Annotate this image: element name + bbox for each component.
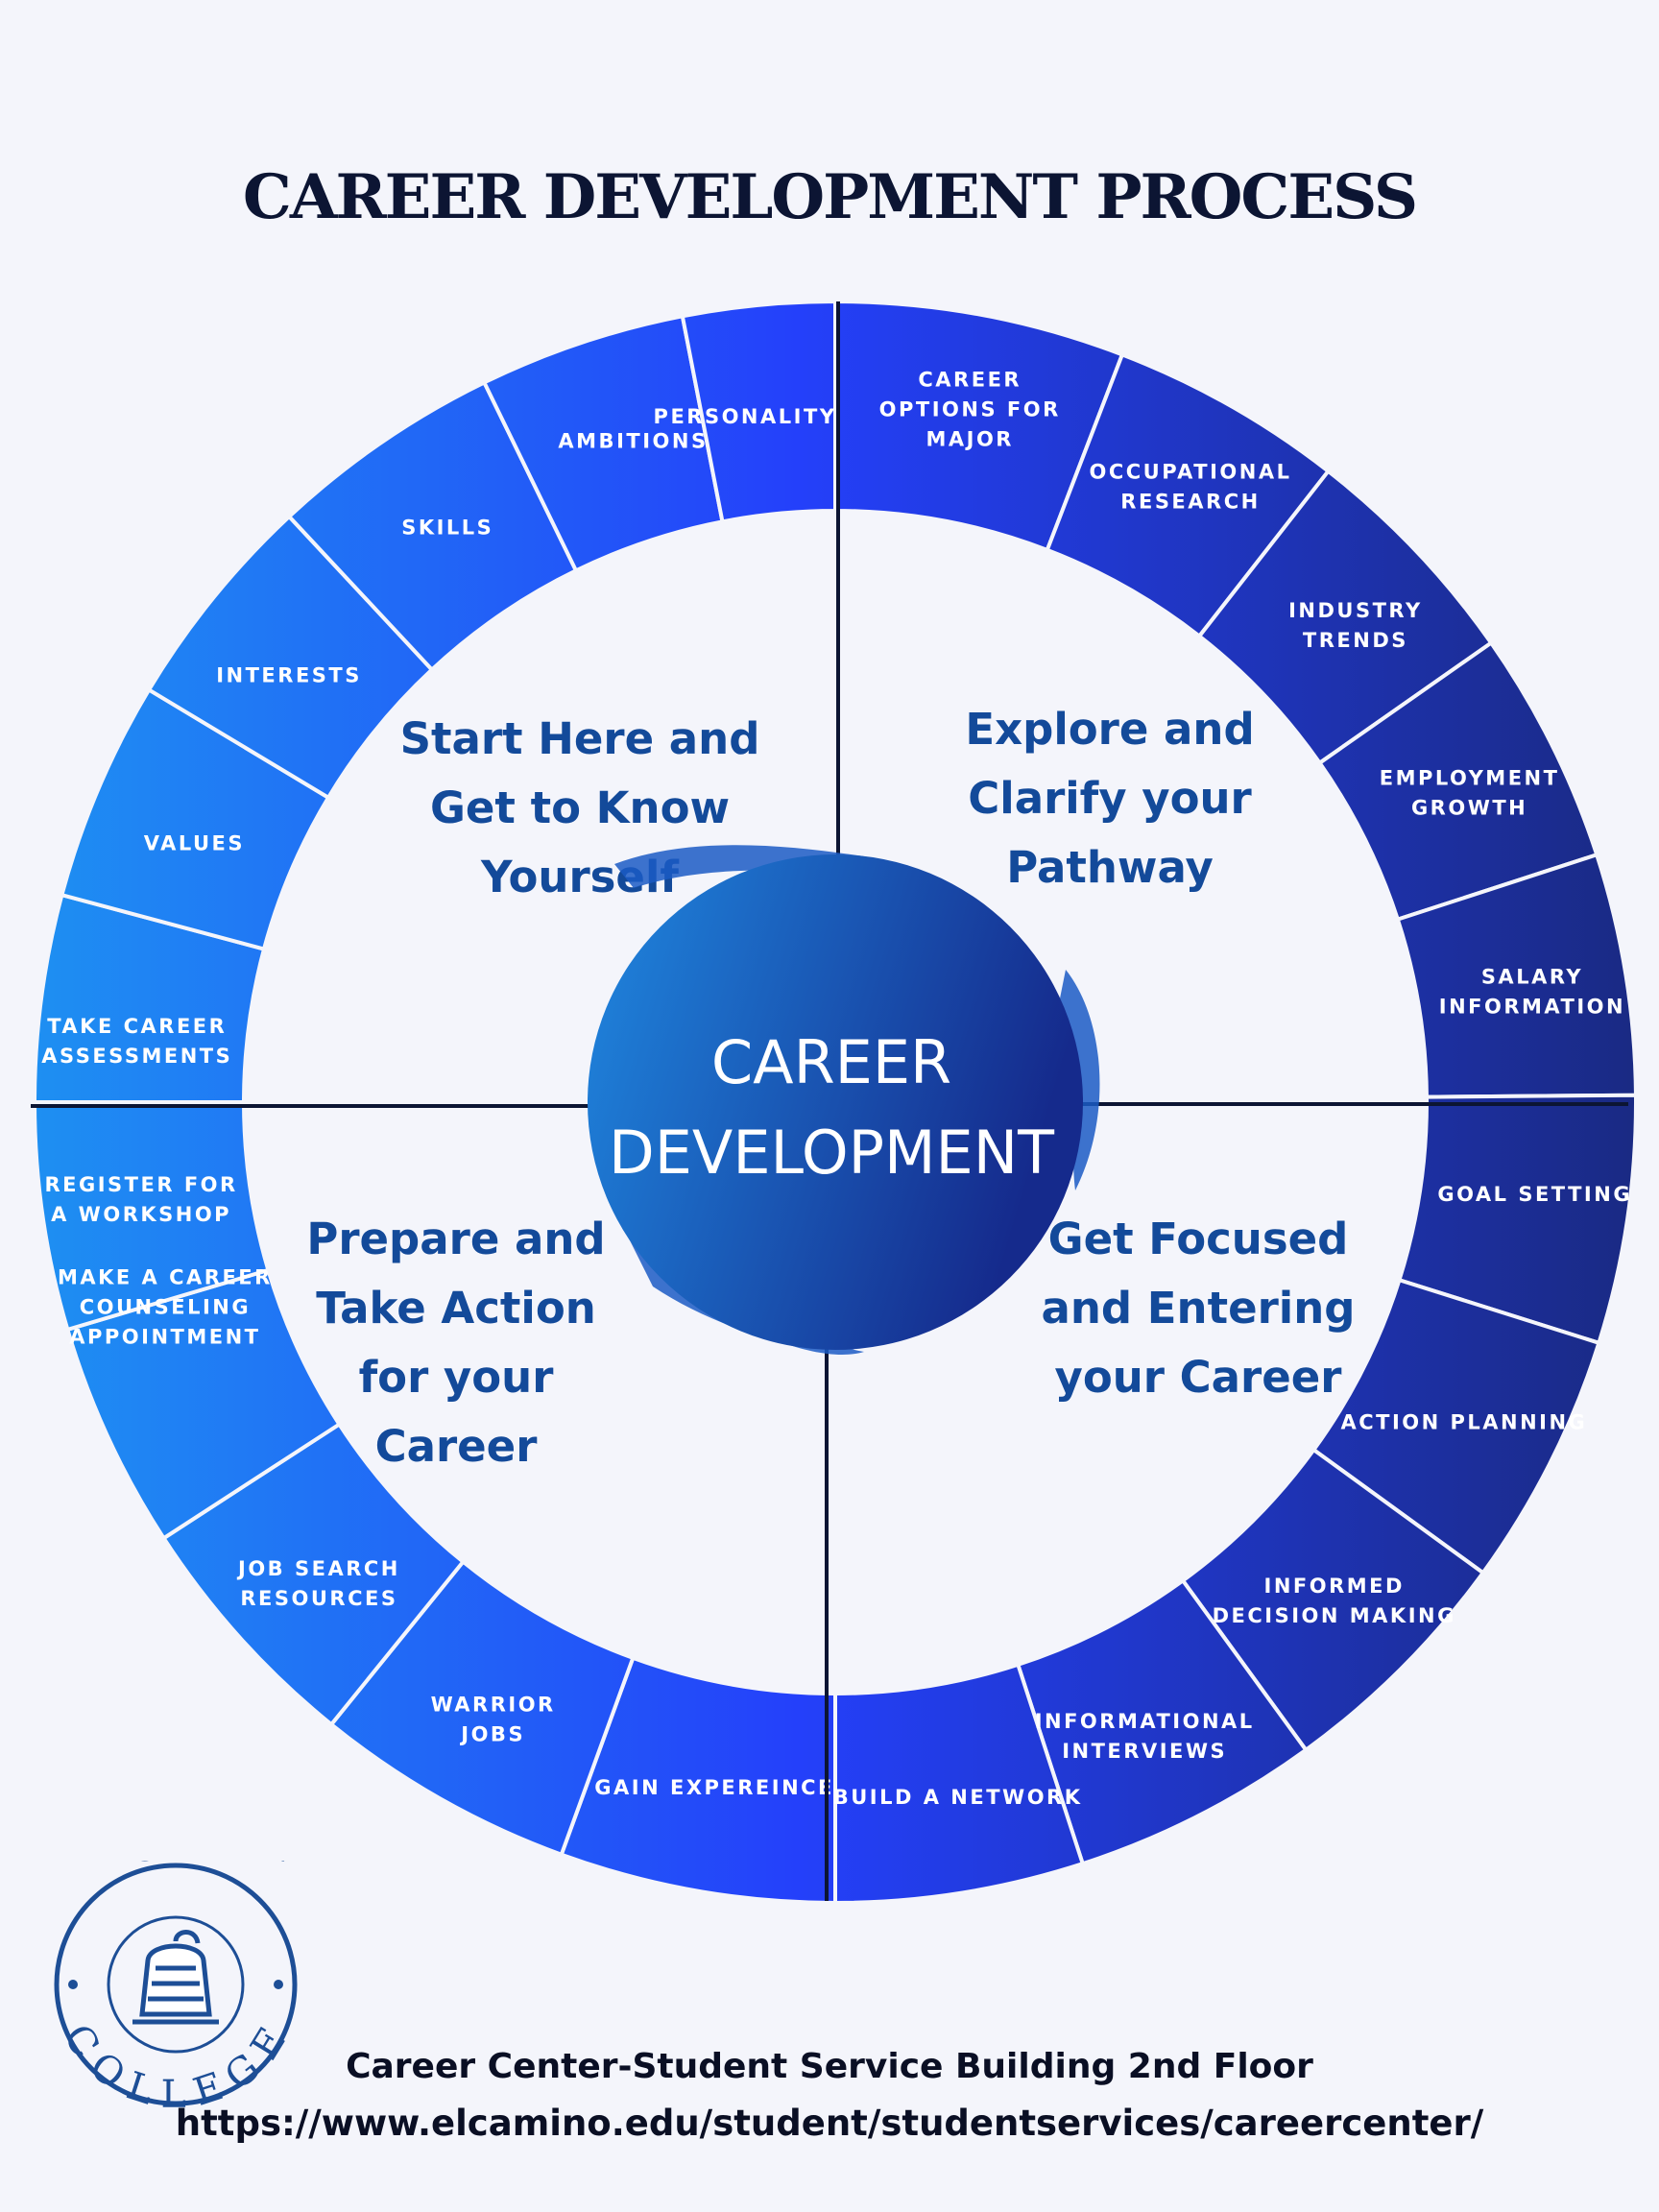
quadrant-label-line: Get Focused [1048, 1214, 1349, 1264]
segment-label: INTERESTS [216, 663, 362, 686]
segment-label: SKILLS [401, 516, 493, 539]
quadrant-label-line: Take Action [316, 1283, 596, 1334]
segment-label: PERSONALITY [654, 405, 837, 428]
center-disc [588, 854, 1083, 1350]
segment-label-line: OCCUPATIONAL [1089, 461, 1291, 484]
quadrant-label-line: your Career [1055, 1352, 1343, 1403]
segment-label-line: MAJOR [926, 428, 1014, 451]
quadrant-label-bottom-right: Get Focused and Entering your Career [1042, 1214, 1356, 1403]
segment-label-line: INFORMED [1264, 1575, 1405, 1598]
segment-label: VALUES [144, 831, 245, 854]
quadrant-label-line: Start Here and [400, 713, 760, 764]
segment-label-line: ASSESSMENTS [41, 1045, 232, 1068]
segment-label-line: INTERESTS [216, 663, 362, 686]
segment-label-line: JOB SEARCH [236, 1557, 400, 1580]
segment-label-line: OPTIONS FOR [879, 398, 1061, 421]
segment-label: REGISTER FOR A WORKSHOP [44, 1173, 237, 1226]
segment-label-line: INTERVIEWS [1062, 1740, 1227, 1763]
ring-segment [680, 299, 837, 524]
segment-label: BUILD A NETWORK [833, 1786, 1083, 1809]
el-camino-college-logo: EL CAMINO COLLEGE [52, 1861, 300, 2108]
segment-ring: PERSONALITY CAREER OPTIONS FOR MAJOR OCCUPAT… [32, 299, 1638, 1906]
segment-label: EMPLOYMENT GROWTH [1380, 766, 1560, 819]
segment-label-line: TRENDS [1303, 629, 1408, 652]
segment-label-line: VALUES [144, 831, 245, 854]
segment-label: ACTION PLANNING [1340, 1411, 1587, 1434]
segment-label-line: SKILLS [401, 516, 493, 539]
segment-label: INFORMATIONAL INTERVIEWS [1035, 1710, 1255, 1763]
segment-label-line: COUNSELING [80, 1295, 251, 1318]
bell-icon [132, 1930, 219, 2025]
segment-label: SALARY INFORMATION [1439, 966, 1625, 1019]
segment-label-line: GAIN EXPEREINCE [594, 1776, 834, 1799]
quadrant-label-line: for your [359, 1352, 555, 1403]
quadrant-label-line: and Entering [1042, 1283, 1356, 1334]
segment-label-line: WARRIOR [431, 1693, 556, 1716]
segment-label: WARRIOR JOBS [431, 1693, 556, 1745]
segment-label: TAKE CAREER ASSESSMENTS [41, 1015, 232, 1068]
segment-label: OCCUPATIONAL RESEARCH [1089, 461, 1291, 514]
quadrant-label-line: Clarify your [968, 773, 1252, 824]
segment-label-line: A WORKSHOP [51, 1203, 231, 1226]
segment-label-line: PERSONALITY [654, 405, 837, 428]
segment-label-line: GROWTH [1411, 796, 1527, 819]
segment-label-line: BUILD A NETWORK [833, 1786, 1083, 1809]
segment-label-line: ACTION PLANNING [1340, 1411, 1587, 1434]
segment-label-line: INDUSTRY [1288, 599, 1423, 622]
segment-label: CAREER OPTIONS FOR MAJOR [879, 369, 1061, 451]
quadrant-label-line: Prepare and [306, 1214, 605, 1264]
segment-label-line: GOAL SETTING [1437, 1183, 1632, 1206]
footer-url[interactable]: https://www.elcamino.edu/student/student… [175, 2103, 1484, 2144]
logo-text-top: EL CAMINO [52, 1861, 300, 1870]
footer-location: Career Center-Student Service Building 2… [346, 2047, 1313, 2086]
segment-label: JOB SEARCH RESOURCES [236, 1557, 400, 1610]
segment-label-line: INFORMATION [1439, 996, 1625, 1019]
segment-label: GAIN EXPEREINCE [594, 1776, 834, 1799]
segment-label-line: RESEARCH [1120, 491, 1260, 514]
segment-label: AMBITIONS [558, 429, 708, 452]
segment-label-line: JOBS [459, 1722, 525, 1745]
segment-label: INFORMED DECISION MAKING [1213, 1575, 1456, 1627]
page-title: CAREER DEVELOPMENT PROCESS [242, 161, 1418, 233]
segment-label: MAKE A CAREER COUNSELING APPOINTMENT [58, 1265, 273, 1348]
segment-label-line: AMBITIONS [558, 429, 708, 452]
segment-label-line: MAKE A CAREER [58, 1265, 273, 1288]
segment-label: GOAL SETTING [1437, 1183, 1632, 1206]
segment-label-line: REGISTER FOR [44, 1173, 237, 1196]
quadrant-label-line: Pathway [1006, 842, 1214, 893]
center-label-line1: CAREER [711, 1027, 951, 1097]
segment-label-line: TAKE CAREER [47, 1015, 227, 1038]
segment-label: INDUSTRY TRENDS [1288, 599, 1423, 652]
quadrant-dividers [31, 301, 1628, 1901]
segment-label-line: INFORMATIONAL [1035, 1710, 1255, 1733]
segment-label-line: DECISION MAKING [1213, 1604, 1456, 1627]
segment-label-line: EMPLOYMENT [1380, 766, 1560, 789]
segment-label-line: APPOINTMENT [69, 1325, 260, 1348]
center-label-line2: DEVELOPMENT [609, 1118, 1055, 1188]
quadrant-label-line: Career [375, 1421, 539, 1472]
quadrant-label-line: Explore and [965, 704, 1254, 755]
segment-label-line: CAREER [918, 369, 1022, 392]
segment-label-line: SALARY [1481, 966, 1583, 989]
quadrant-label-line: Get to Know [430, 782, 730, 833]
segment-label-line: RESOURCES [240, 1587, 397, 1610]
center-circle: CAREER DEVELOPMENT [588, 845, 1100, 1356]
